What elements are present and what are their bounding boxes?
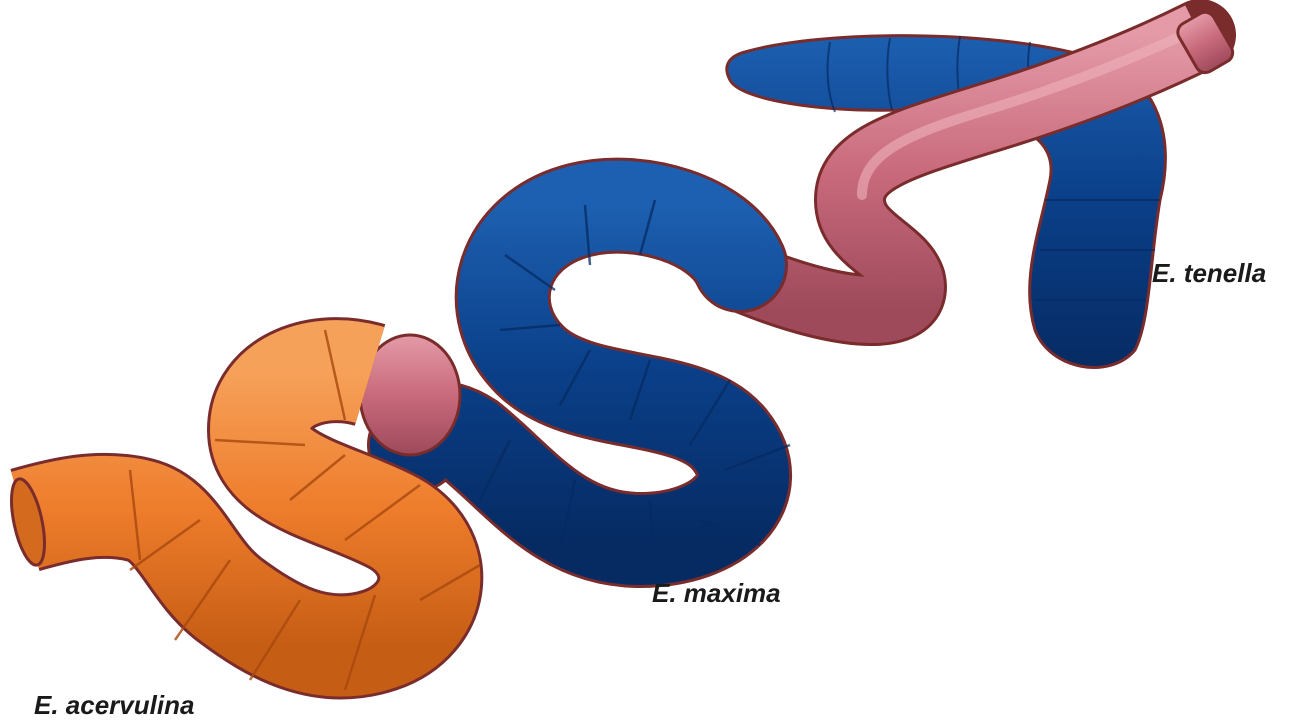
label-e-maxima: E. maxima: [652, 578, 781, 609]
label-e-tenella: E. tenella: [1152, 258, 1266, 289]
maxima-segment: [415, 200, 790, 570]
label-e-acervulina: E. acervulina: [34, 690, 194, 721]
